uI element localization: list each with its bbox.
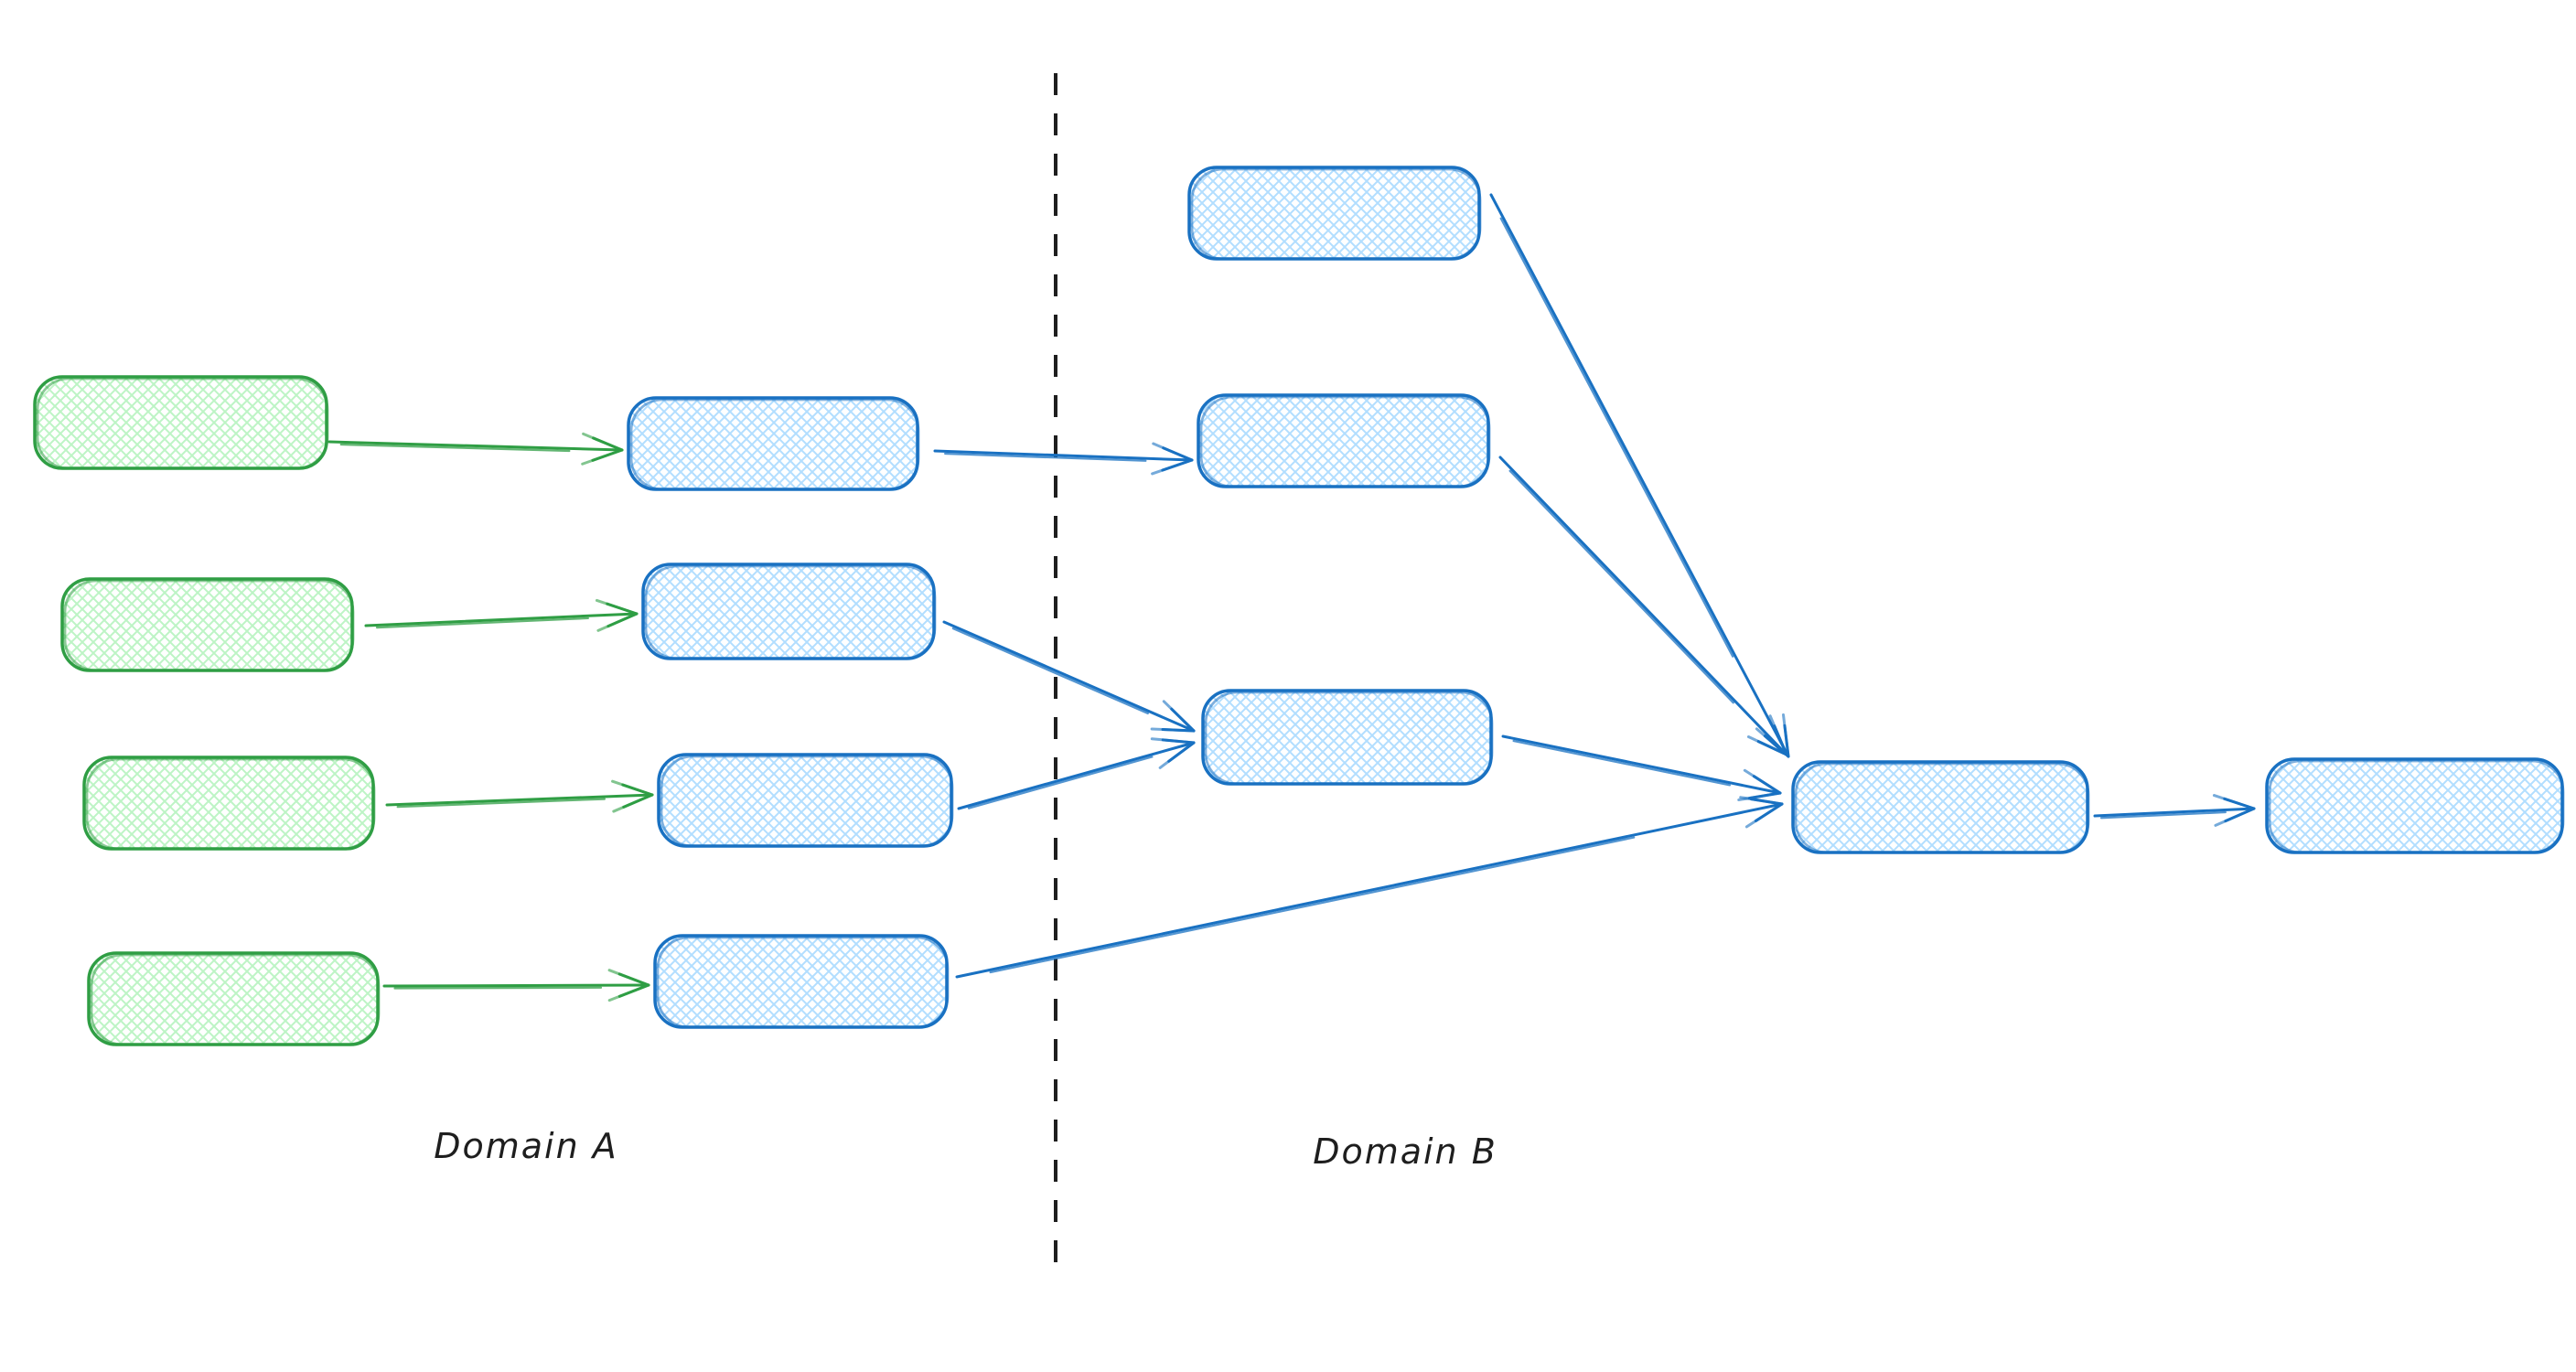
- node-blue-right-1: [1187, 166, 1482, 261]
- node-blue-left-4: [653, 934, 950, 1029]
- node-blue-final: [2265, 757, 2565, 854]
- arrow-a12: [2093, 794, 2256, 827]
- node-blue-left-3: [657, 753, 954, 848]
- node-green-source-4: [87, 951, 381, 1046]
- arrow-a4: [382, 969, 650, 1002]
- node-green-source-3: [82, 756, 376, 851]
- label-domain-a: Domain A: [434, 1126, 618, 1166]
- node-blue-right-3: [1201, 689, 1494, 786]
- node-blue-hub: [1791, 760, 2090, 854]
- node-blue-right-2: [1197, 393, 1491, 488]
- nodes-group: [33, 166, 2565, 1046]
- arrow-a7: [957, 737, 1196, 810]
- labels-group: Domain A Domain B: [434, 1126, 1497, 1172]
- node-green-source-2: [60, 577, 355, 672]
- arrow-a11: [1501, 734, 1782, 802]
- arrow-a5: [933, 442, 1194, 476]
- arrows-group: [327, 193, 2256, 1002]
- node-green-source-1: [33, 375, 329, 470]
- node-blue-left-2: [641, 563, 937, 660]
- arrow-a3: [385, 779, 654, 813]
- arrow-a9: [1489, 193, 1790, 758]
- arrow-a8: [955, 796, 1784, 979]
- arrow-a10: [1498, 456, 1788, 756]
- arrow-a1: [327, 432, 624, 466]
- label-domain-b: Domain B: [1313, 1131, 1497, 1172]
- arrow-a6: [942, 620, 1196, 733]
- arrow-a2: [364, 598, 639, 632]
- node-blue-left-1: [627, 396, 920, 491]
